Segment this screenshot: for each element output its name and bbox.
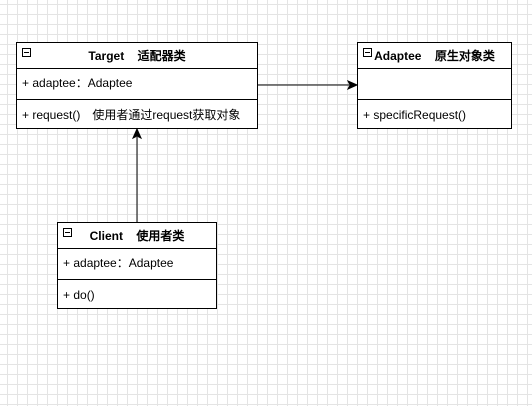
class-client-header[interactable]: Client 使用者类 — [58, 223, 216, 249]
class-client-operations[interactable]: + do() — [58, 280, 216, 308]
operation-text: + specificRequest() — [363, 108, 467, 122]
collapse-icon[interactable] — [22, 48, 31, 57]
operation-text: + do() — [63, 288, 95, 302]
class-adaptee-operations[interactable]: + specificRequest() — [358, 100, 511, 128]
class-client-subtitle: 使用者类 — [136, 229, 185, 243]
class-adaptee-name: Adaptee — [374, 49, 422, 63]
class-target-subtitle: 适配器类 — [137, 49, 186, 63]
class-target[interactable]: Target 适配器类 + adaptee：Adaptee + request(… — [16, 42, 258, 129]
class-adaptee-attributes[interactable] — [358, 69, 511, 100]
collapse-icon[interactable] — [63, 228, 72, 237]
class-adaptee-header[interactable]: Adaptee 原生对象类 — [358, 43, 511, 69]
class-target-operations[interactable]: + request() 使用者通过request获取对象 — [17, 100, 257, 128]
class-adaptee-subtitle: 原生对象类 — [434, 49, 495, 63]
class-client-attributes[interactable]: + adaptee：Adaptee — [58, 249, 216, 280]
arrowhead-icon — [346, 79, 359, 91]
arrowhead-icon — [131, 127, 143, 140]
collapse-icon[interactable] — [363, 48, 372, 57]
class-target-header[interactable]: Target 适配器类 — [17, 43, 257, 69]
class-target-name: Target — [88, 49, 125, 63]
operation-text: + request() — [22, 108, 81, 122]
class-client-name: Client — [89, 229, 123, 243]
class-target-attributes[interactable]: + adaptee：Adaptee — [17, 69, 257, 100]
operation-note: 使用者通过request获取对象 — [92, 108, 241, 122]
class-adaptee[interactable]: Adaptee 原生对象类 + specificRequest() — [357, 42, 512, 129]
edge-client-to-target[interactable] — [131, 127, 143, 222]
attribute-text: + adaptee：Adaptee — [63, 256, 174, 270]
attribute-text: + adaptee：Adaptee — [22, 76, 133, 90]
class-client[interactable]: Client 使用者类 + adaptee：Adaptee + do() — [57, 222, 217, 309]
edge-target-to-adaptee[interactable] — [258, 79, 359, 91]
